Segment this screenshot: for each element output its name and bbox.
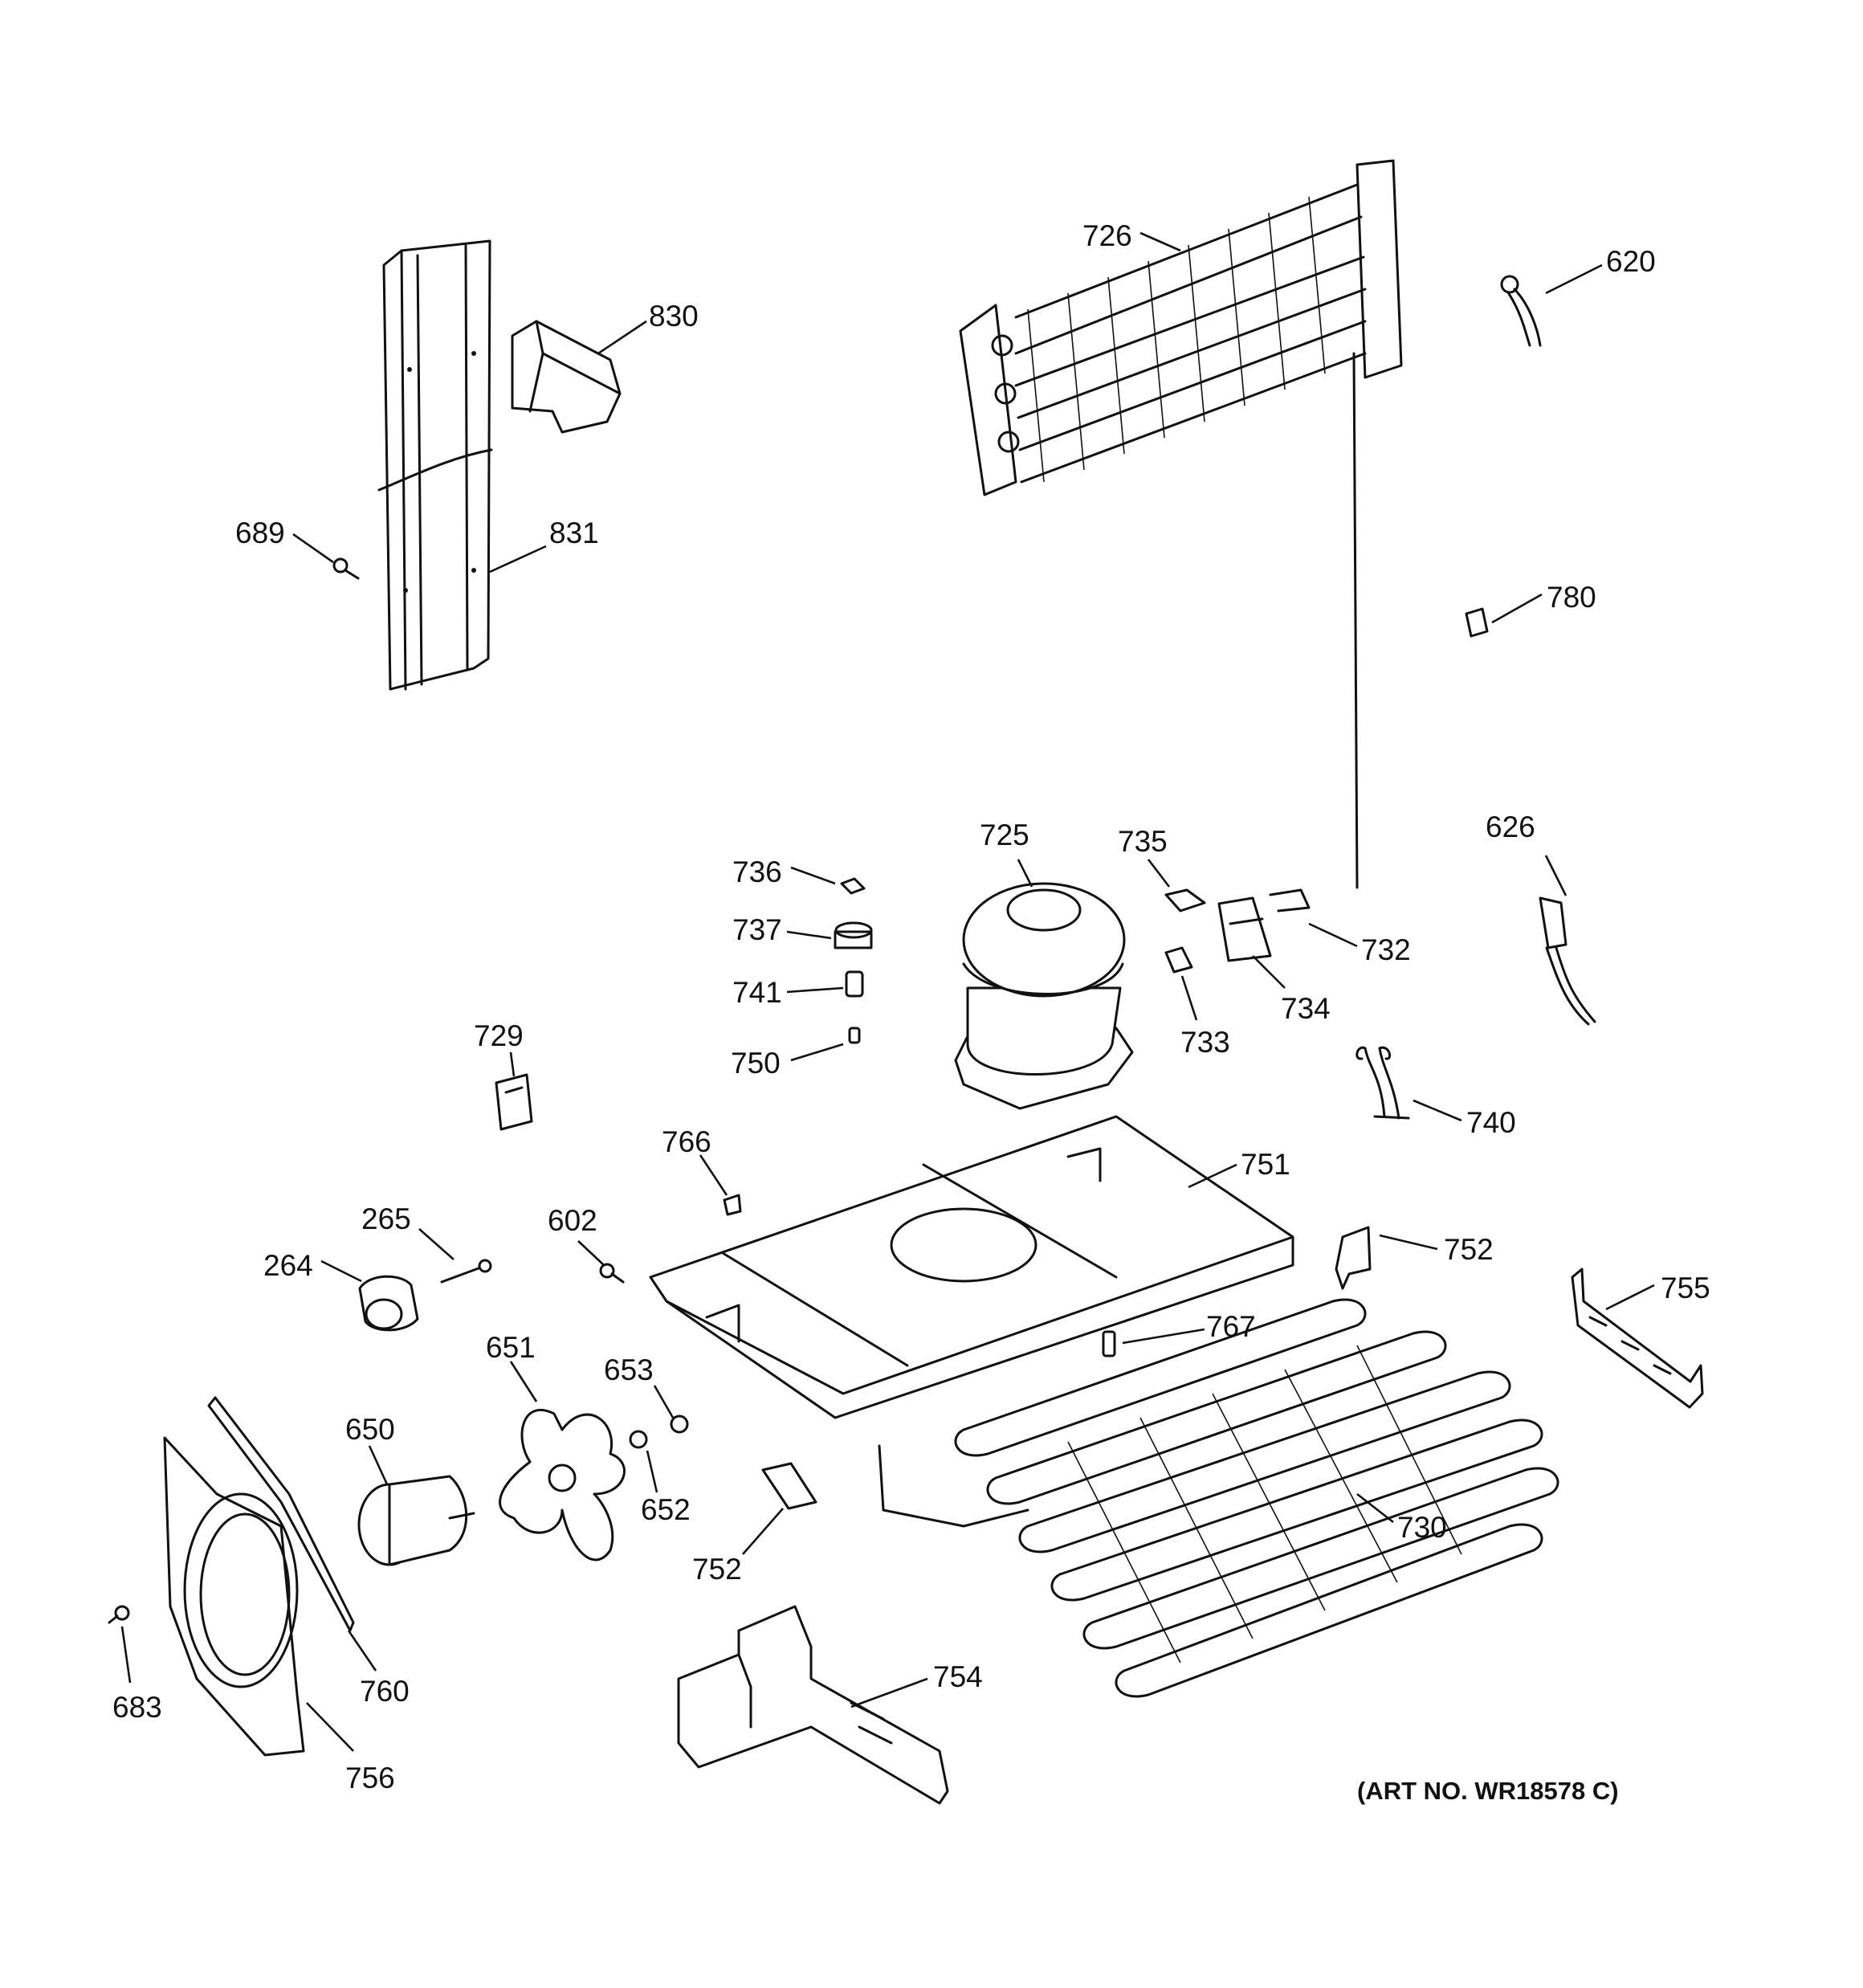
callout-730: 730 xyxy=(1397,1511,1447,1544)
part-740-hook xyxy=(1355,1046,1410,1120)
part-831-channel xyxy=(377,239,493,691)
part-732-clip xyxy=(1269,888,1311,912)
callout-750: 750 xyxy=(731,1047,781,1080)
part-729-box xyxy=(495,1073,533,1131)
callout-780: 780 xyxy=(1547,581,1596,614)
callout-735: 735 xyxy=(1118,825,1168,858)
part-830-bracket xyxy=(511,320,622,434)
part-752-bracket-left xyxy=(761,1462,817,1510)
callout-741: 741 xyxy=(732,976,782,1009)
part-760-strip xyxy=(207,1396,355,1632)
callout-754: 754 xyxy=(933,1660,983,1693)
callout-726: 726 xyxy=(1082,219,1132,252)
part-755-bracket xyxy=(1571,1268,1704,1409)
part-683-screw xyxy=(108,1605,130,1624)
callout-752-right: 752 xyxy=(1444,1233,1494,1266)
part-752-bracket-right xyxy=(1335,1226,1372,1290)
callout-683: 683 xyxy=(112,1691,162,1724)
callout-831: 831 xyxy=(549,516,599,549)
callout-733: 733 xyxy=(1180,1026,1230,1059)
small-fittings xyxy=(834,877,1206,1044)
callout-labels: 726 620 830 831 689 780 725 735 736 737 … xyxy=(112,219,1710,1794)
callout-729: 729 xyxy=(474,1019,524,1052)
callout-830: 830 xyxy=(649,300,699,333)
callout-752-left: 752 xyxy=(692,1553,742,1586)
part-756-shroud xyxy=(163,1436,305,1757)
callout-651: 651 xyxy=(486,1331,536,1364)
callout-650: 650 xyxy=(345,1413,395,1446)
callout-760: 760 xyxy=(360,1675,410,1708)
leader-lines xyxy=(120,231,1655,1752)
callout-652: 652 xyxy=(641,1493,691,1526)
callout-653: 653 xyxy=(604,1353,654,1386)
callout-737: 737 xyxy=(732,913,782,946)
callout-264: 264 xyxy=(263,1249,313,1282)
callout-736: 736 xyxy=(732,855,782,888)
callout-620: 620 xyxy=(1606,245,1656,278)
callout-755: 755 xyxy=(1661,1272,1710,1304)
callout-732: 732 xyxy=(1361,933,1411,966)
callout-756: 756 xyxy=(345,1761,395,1794)
callout-767: 767 xyxy=(1206,1310,1256,1343)
part-754-bracket xyxy=(677,1605,949,1805)
fasteners xyxy=(358,1194,1116,1357)
part-730-evaporator-coil xyxy=(878,1298,1559,1698)
callout-751: 751 xyxy=(1241,1148,1290,1181)
washers xyxy=(629,1414,689,1449)
part-650-motor xyxy=(357,1475,475,1566)
part-626-cord xyxy=(1539,896,1596,1026)
part-726-condenser-coil xyxy=(959,159,1403,889)
part-651-fan-blade xyxy=(499,1408,626,1561)
part-725-compressor xyxy=(954,882,1134,1110)
part-620-cord xyxy=(1500,275,1542,347)
callout-734: 734 xyxy=(1281,992,1331,1025)
callout-626: 626 xyxy=(1486,810,1535,843)
callout-725: 725 xyxy=(980,818,1029,851)
part-689-screw xyxy=(332,557,360,580)
callout-740: 740 xyxy=(1466,1106,1516,1139)
callout-766: 766 xyxy=(662,1125,711,1158)
callout-265: 265 xyxy=(361,1202,411,1235)
callout-602: 602 xyxy=(548,1204,597,1237)
art-number: (ART NO. WR18578 C) xyxy=(1357,1777,1619,1805)
part-734-relay xyxy=(1217,896,1272,962)
callout-689: 689 xyxy=(235,516,285,549)
part-751-base-pan xyxy=(649,1115,1294,1419)
part-780-clip xyxy=(1465,607,1489,638)
